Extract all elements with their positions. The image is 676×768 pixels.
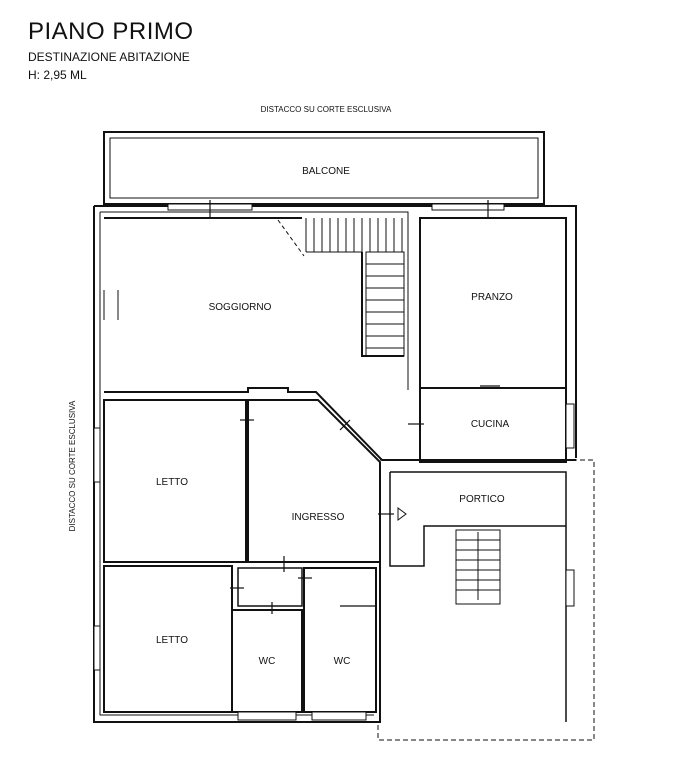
room-portico: PORTICO (459, 494, 505, 505)
room-letto-1: LETTO (156, 477, 188, 488)
room-cucina: CUCINA (471, 419, 510, 430)
hall-wall (237, 567, 303, 607)
stair-lower-treads (456, 532, 500, 600)
soggiorno-wall (104, 217, 404, 357)
wc-2-wall (303, 567, 377, 713)
room-letto-2: LETTO (156, 635, 188, 646)
entrance-arrow-icon (397, 507, 407, 521)
soggiorno-niche (103, 290, 119, 320)
ingresso-wall (247, 399, 381, 563)
door-marks (209, 200, 500, 614)
room-ingresso: INGRESSO (292, 512, 345, 523)
top-note: DISTACCO SU CORTE ESCLUSIVA (261, 105, 392, 114)
stair-lower (455, 529, 501, 605)
stair-upper (277, 218, 405, 357)
portico-dashed-outline (377, 459, 595, 741)
page-title: PIANO PRIMO (28, 18, 194, 45)
room-wc-1: WC (259, 656, 276, 667)
letto-1-wall (103, 399, 247, 563)
room-soggiorno: SOGGIORNO (209, 302, 272, 313)
portico-wall (389, 471, 567, 722)
balcony-inner (109, 137, 539, 199)
soggiorno-lower-wall (104, 387, 576, 461)
balcony-outline (103, 131, 545, 205)
side-note: DISTACCO SU CORTE ESCLUSIVA (68, 400, 77, 531)
room-balcone: BALCONE (302, 166, 350, 177)
height-label: H: 2,95 ML (28, 68, 87, 82)
destination-label: DESTINAZIONE ABITAZIONE (28, 50, 190, 64)
room-wc-2: WC (334, 656, 351, 667)
room-pranzo: PRANZO (471, 292, 513, 303)
pranzo-wall (419, 217, 567, 389)
